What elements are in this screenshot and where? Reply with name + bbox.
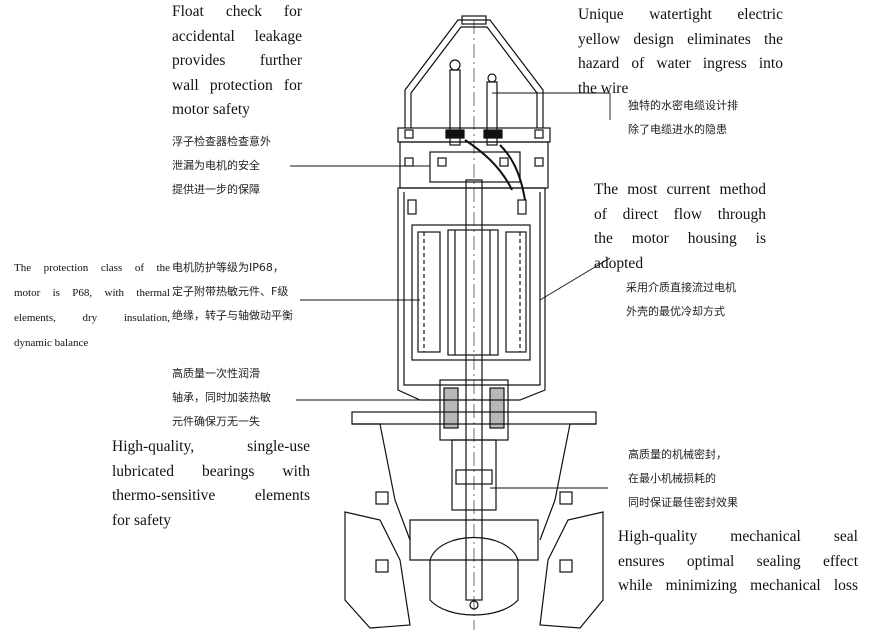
note-line: wall protection for	[172, 76, 302, 94]
bearings-note-zh: 高质量一次性润滑 轴承，同时加装热敏 元件确保万无一失	[172, 362, 302, 434]
note-line: provides further	[172, 52, 302, 69]
note-line: 除了电缆进水的隐患	[628, 123, 727, 136]
watertight-cable-note-zh: 独特的水密电缆设计排 除了电缆进水的隐患	[628, 94, 788, 142]
note-line: the motor housing is	[594, 230, 766, 247]
note-line: motor is P68, with thermal	[14, 287, 170, 299]
note-line: 泄漏为电机的安全	[172, 159, 260, 172]
note-line: 浮子检查器检查意外	[172, 135, 271, 148]
note-line: 元件确保万无一失	[172, 415, 260, 428]
note-line: motor safety	[172, 101, 250, 118]
direct-flow-note-en: The most current method of direct flow t…	[594, 178, 766, 276]
note-line: Float check for	[172, 3, 302, 20]
watertight-cable-note-en: Unique watertight electric yellow design…	[578, 3, 783, 101]
note-line: while minimizing mechanical loss	[618, 577, 858, 594]
leader-lines	[290, 92, 611, 489]
float-check-note-en: Float check for accidental leakage provi…	[172, 0, 302, 123]
note-line: 轴承，同时加装热敏	[172, 391, 271, 404]
protection-class-note-zh: 电机防护等级为IP68， 定子附带热敏元件、F级 绝缘，转子与轴做动平衡	[172, 256, 322, 328]
note-line: The most current method	[594, 181, 766, 198]
motor-housing	[397, 187, 546, 401]
impeller	[429, 536, 519, 616]
shaft	[465, 20, 483, 630]
pump-casing	[344, 491, 604, 629]
discharge-flange	[351, 411, 597, 541]
note-line: 同时保证最佳密封效果	[628, 496, 738, 509]
bearing-seal	[439, 379, 509, 511]
note-line: High-quality mechanical seal	[618, 528, 858, 545]
note-line: 定子附带热敏元件、F级	[172, 285, 289, 298]
note-line: yellow design eliminates the	[578, 30, 783, 48]
note-line: 提供进一步的保障	[172, 183, 260, 196]
note-line: elements, dry insulation,	[14, 312, 170, 324]
note-line: The protection class of the	[14, 262, 170, 274]
note-line: thermo-sensitive elements	[112, 487, 310, 504]
note-line: the wire	[578, 79, 629, 97]
note-line: hazard of water ingress into	[578, 55, 783, 72]
note-line: of direct flow through	[594, 205, 766, 223]
note-line: 外壳的最优冷却方式	[626, 305, 725, 318]
note-line: Unique watertight electric	[578, 6, 783, 23]
note-line: 高质量一次性润滑	[172, 367, 260, 380]
protection-class-note-en: The protection class of the motor is P68…	[14, 256, 170, 356]
note-line: adopted	[594, 254, 644, 272]
note-line: dynamic balance	[14, 337, 89, 349]
note-line: 高质量的机械密封，	[628, 448, 727, 461]
note-line: for safety	[112, 511, 171, 529]
note-line: 独特的水密电缆设计排	[628, 99, 738, 112]
note-line: accidental leakage	[172, 27, 302, 45]
note-line: High-quality, single-use	[112, 438, 310, 455]
note-line: 采用介质直接流过电机	[626, 281, 736, 294]
note-line: 在最小机械损耗的	[628, 472, 716, 485]
direct-flow-note-zh: 采用介质直接流过电机 外壳的最优冷却方式	[626, 276, 786, 324]
mechanical-seal-note-en: High-quality mechanical seal ensures opt…	[618, 525, 858, 599]
note-line: 绝缘，转子与轴做动平衡	[172, 309, 293, 322]
note-line: 电机防护等级为IP68，	[172, 261, 284, 274]
note-line: ensures optimal sealing effect	[618, 552, 858, 570]
stator-rotor	[411, 224, 531, 361]
cable-inlets	[445, 59, 526, 201]
float-check-note-zh: 浮子检查器检查意外 泄漏为电机的安全 提供进一步的保障	[172, 130, 302, 202]
note-line: lubricated bearings with	[112, 462, 310, 480]
mechanical-seal-note-zh: 高质量的机械密封， 在最小机械损耗的 同时保证最佳密封效果	[628, 443, 798, 515]
bearings-note-en: High-quality, single-use lubricated bear…	[112, 435, 310, 533]
